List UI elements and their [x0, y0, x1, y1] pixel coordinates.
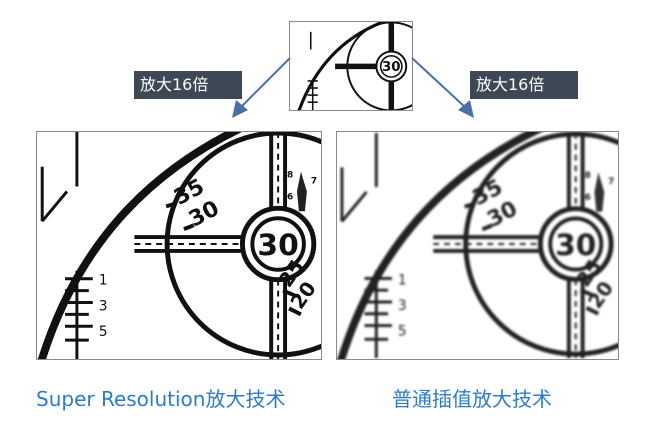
- zoom-label-right: 放大16倍: [470, 71, 578, 99]
- right-arrowhead-icon: [458, 100, 474, 118]
- zoom-label-left: 放大16倍: [134, 71, 242, 99]
- scale-label-5: 5: [99, 324, 108, 340]
- thumbnail-test-chart: 30: [297, 22, 412, 110]
- left-arrow-icon: [239, 57, 291, 109]
- small-label-7: 7: [311, 177, 317, 187]
- interp-speed-center-label: 30: [555, 228, 596, 262]
- sr-test-chart: 30 35 30 25 20 1 3 5 8 6 7: [37, 132, 321, 359]
- interp-scale-label-1: 1: [398, 272, 407, 288]
- small-label-8: 8: [287, 171, 293, 181]
- left-arrowhead-icon: [232, 100, 248, 118]
- interp-scale-label-3: 3: [398, 298, 407, 314]
- thumb-speed-label: 30: [382, 60, 401, 75]
- interp-small-label-8: 8: [585, 171, 591, 181]
- scale-label-1: 1: [99, 273, 108, 289]
- interpolation-panel: 30 35 30 25 20 1 3 5 8 6 7: [336, 131, 619, 360]
- scale-label-3: 3: [99, 298, 108, 314]
- interp-test-chart: 30 35 30 25 20 1 3 5 8 6 7: [337, 132, 618, 359]
- interp-scale-label-5: 5: [398, 323, 407, 339]
- speed-center-label: 30: [257, 228, 298, 263]
- small-label-6: 6: [287, 192, 293, 202]
- super-resolution-caption: Super Resolution放大技术: [36, 387, 286, 411]
- right-arrow-icon: [411, 57, 467, 109]
- interp-small-label-6: 6: [585, 193, 591, 203]
- interp-small-label-7: 7: [608, 177, 614, 187]
- interpolation-caption: 普通插值放大技术: [392, 387, 552, 411]
- super-resolution-panel: 30 35 30 25 20 1 3 5 8 6 7: [36, 131, 322, 360]
- original-thumbnail: 30: [289, 21, 413, 111]
